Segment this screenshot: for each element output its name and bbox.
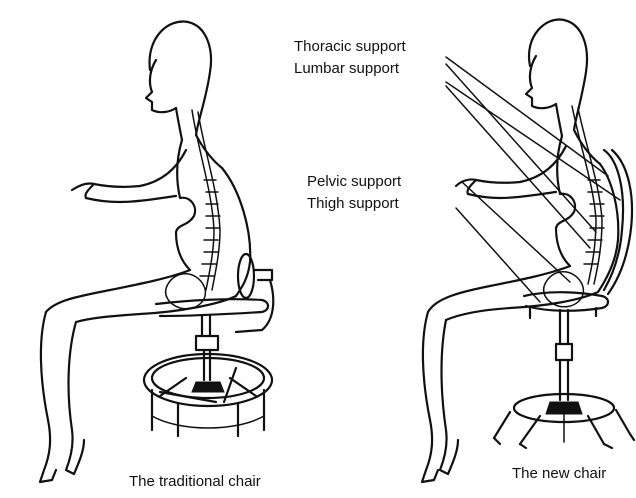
thigh-support-label: Thigh support — [307, 195, 399, 213]
pelvic-support-label: Pelvic support — [307, 173, 401, 191]
traditional-chair-caption: The traditional chair — [129, 473, 261, 490]
new-chair-caption: The new chair — [512, 465, 606, 482]
leader-thoracic-a — [446, 57, 608, 176]
traditional-chair-figure — [40, 21, 273, 482]
lumbar-support-label: Lumbar support — [294, 60, 399, 78]
leader-thigh — [456, 208, 540, 302]
leader-thoracic-b — [446, 64, 596, 232]
thoracic-support-label: Thoracic support — [294, 38, 406, 56]
new-chair-figure — [422, 19, 634, 482]
